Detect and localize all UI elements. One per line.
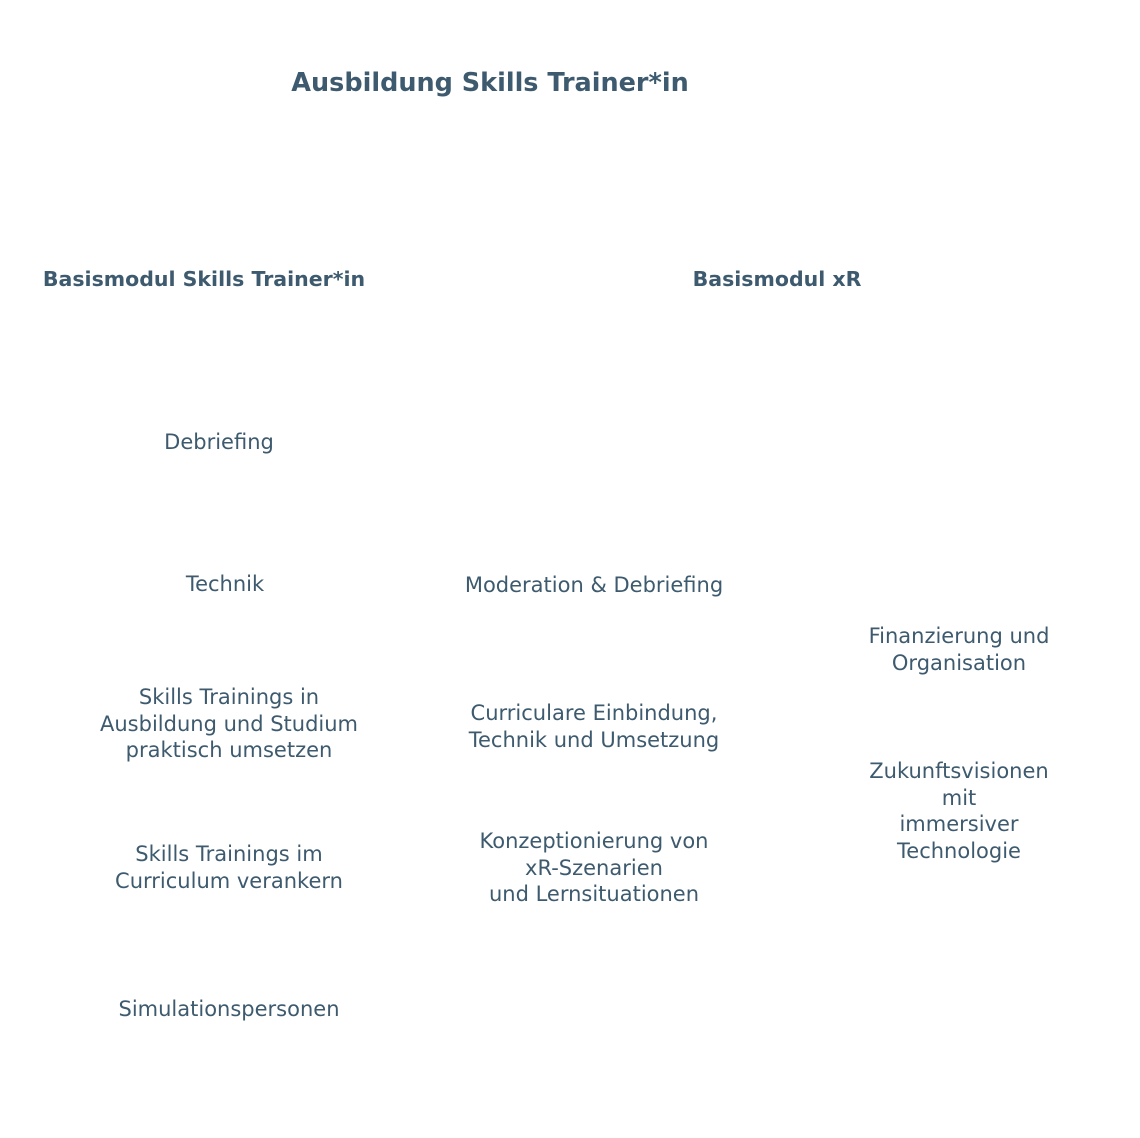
topic-label: Zukunftsvisionen mit immersiver Technolo… — [869, 759, 1049, 863]
topic-label: Curriculare Einbindung, Technik und Umse… — [468, 701, 720, 752]
topic-label: Skills Trainings in Ausbildung und Studi… — [100, 685, 358, 762]
topic-label: Technik — [185, 572, 265, 596]
module-heading: Basismodul Skills Trainer*in — [42, 267, 366, 291]
topic-label: Simulationspersonen — [118, 997, 340, 1021]
module-heading: Basismodul xR — [692, 267, 862, 291]
topic-label: Moderation & Debriefing — [464, 573, 724, 597]
topic-label: Konzeptionierung von xR-Szenarien und Le… — [479, 829, 709, 906]
topic-label: Finanzierung und Organisation — [868, 624, 1050, 675]
topic-label: Skills Trainings im Curriculum verankern — [115, 842, 343, 893]
diagram-title: Ausbildung Skills Trainer*in — [291, 68, 689, 98]
topic-label: Debriefing — [164, 430, 274, 454]
